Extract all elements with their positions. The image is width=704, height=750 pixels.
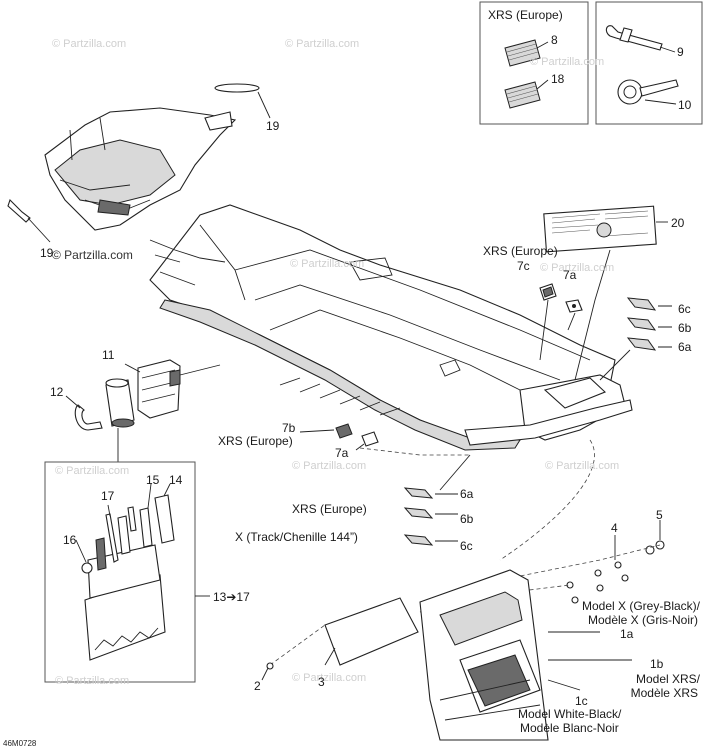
front-cover bbox=[44, 107, 237, 231]
decal-8 bbox=[504, 39, 541, 67]
warning-decal-20 bbox=[543, 205, 657, 253]
decal-6b-top bbox=[626, 317, 657, 331]
watermark: © Partzilla.com bbox=[545, 460, 620, 472]
watermark: © Partzilla.com bbox=[292, 672, 367, 684]
callout-18: 18 bbox=[551, 72, 565, 86]
part-11-holder bbox=[137, 359, 181, 419]
label-model-x: Model X (Grey-Black)/ bbox=[581, 599, 700, 613]
watermark: © Partzilla.com bbox=[55, 675, 130, 687]
callout-8: 8 bbox=[551, 33, 558, 47]
strip-19-left bbox=[7, 198, 31, 223]
label-model-x-fr: Modèle X (Gris-Noir) bbox=[587, 613, 698, 627]
watermark: © Partzilla.com bbox=[290, 258, 365, 270]
part-7b bbox=[335, 423, 353, 439]
callout-16: 16 bbox=[63, 533, 77, 547]
strap-12 bbox=[74, 404, 103, 431]
label-model-xrs-fr: Modèle XRS bbox=[630, 686, 698, 700]
label-model-xrs: Model XRS/ bbox=[635, 672, 700, 686]
callout-9: 9 bbox=[677, 45, 684, 59]
callout-1a: 1a bbox=[620, 627, 634, 641]
strip-19-top bbox=[214, 83, 260, 93]
watermark: © Partzilla.com bbox=[530, 56, 605, 68]
callout-11: 11 bbox=[102, 348, 115, 362]
inset-xrs-europe-box bbox=[479, 1, 589, 125]
callout-4: 4 bbox=[611, 521, 618, 535]
watermark: © Partzilla.com bbox=[55, 465, 130, 477]
watermark: © Partzilla.com bbox=[292, 460, 367, 472]
callout-20: 20 bbox=[671, 216, 685, 230]
callout-7b: 7b bbox=[282, 421, 296, 435]
inset-title: XRS (Europe) bbox=[488, 8, 563, 22]
spanner-10 bbox=[617, 79, 679, 105]
part-11-bottle bbox=[105, 378, 135, 428]
callout-15: 15 bbox=[146, 473, 160, 487]
decal-6b-low bbox=[403, 507, 434, 519]
callout-1c: 1c bbox=[575, 694, 588, 708]
bolt-2 bbox=[266, 662, 274, 670]
callout-6a-top: 6a bbox=[678, 340, 692, 354]
label-xrs-europe-7b: XRS (Europe) bbox=[218, 434, 293, 448]
label-x-track: X (Track/Chenille 144”) bbox=[235, 530, 358, 544]
callout-5: 5 bbox=[656, 508, 663, 522]
label-xrs-europe-6b: XRS (Europe) bbox=[292, 502, 367, 516]
decal-6a-top bbox=[626, 337, 657, 351]
decal-6c-low bbox=[403, 534, 434, 546]
chassis-frame bbox=[149, 204, 633, 451]
callout-3: 3 bbox=[318, 675, 325, 689]
decal-6c-top bbox=[626, 297, 657, 311]
callout-7a-mid: 7a bbox=[335, 446, 349, 460]
callout-19-left: 19 bbox=[40, 246, 54, 260]
part-7a-mid bbox=[361, 431, 379, 447]
label-model-white-black-fr: Modèle Blanc-Noir bbox=[520, 721, 619, 735]
decal-6a-low bbox=[403, 487, 434, 499]
inset-tools-box bbox=[595, 1, 703, 125]
callout-6b-top: 6b bbox=[678, 321, 692, 335]
plate-3 bbox=[324, 597, 419, 666]
label-xrs-europe-7c: XRS (Europe) bbox=[483, 244, 558, 258]
callout-17: 17 bbox=[101, 489, 115, 503]
watermark-dark: © Partzilla.com bbox=[52, 248, 133, 262]
watermark: © Partzilla.com bbox=[52, 38, 127, 50]
callout-10: 10 bbox=[678, 98, 692, 112]
snow-flap bbox=[419, 569, 549, 741]
tool-kit-box bbox=[44, 461, 196, 683]
callout-6a-low: 6a bbox=[460, 487, 474, 501]
callout-6c-low: 6c bbox=[460, 539, 473, 553]
part-7c bbox=[539, 283, 557, 301]
callout-19-top: 19 bbox=[266, 119, 280, 133]
callout-6c-top: 6c bbox=[678, 302, 691, 316]
label-model-white-black: Model White-Black/ bbox=[518, 707, 622, 721]
callout-7a-top: 7a bbox=[563, 268, 577, 282]
drawing-code: 46M0728 bbox=[3, 739, 37, 748]
callout-12: 12 bbox=[50, 385, 64, 399]
wrench-9 bbox=[605, 25, 676, 53]
decal-18 bbox=[504, 81, 541, 109]
callout-6b-low: 6b bbox=[460, 512, 474, 526]
tool-kit-bag bbox=[84, 544, 166, 661]
watermark: © Partzilla.com bbox=[285, 38, 360, 50]
callout-14: 14 bbox=[169, 473, 183, 487]
callout-1b: 1b bbox=[650, 657, 664, 671]
callout-2: 2 bbox=[254, 679, 261, 693]
watermark: © Partzilla.com bbox=[540, 262, 615, 274]
callout-13-17: 13➔17 bbox=[213, 590, 250, 604]
part-7a-top bbox=[565, 299, 583, 313]
tool-kit-tools bbox=[81, 494, 175, 574]
callout-7c: 7c bbox=[517, 259, 530, 273]
